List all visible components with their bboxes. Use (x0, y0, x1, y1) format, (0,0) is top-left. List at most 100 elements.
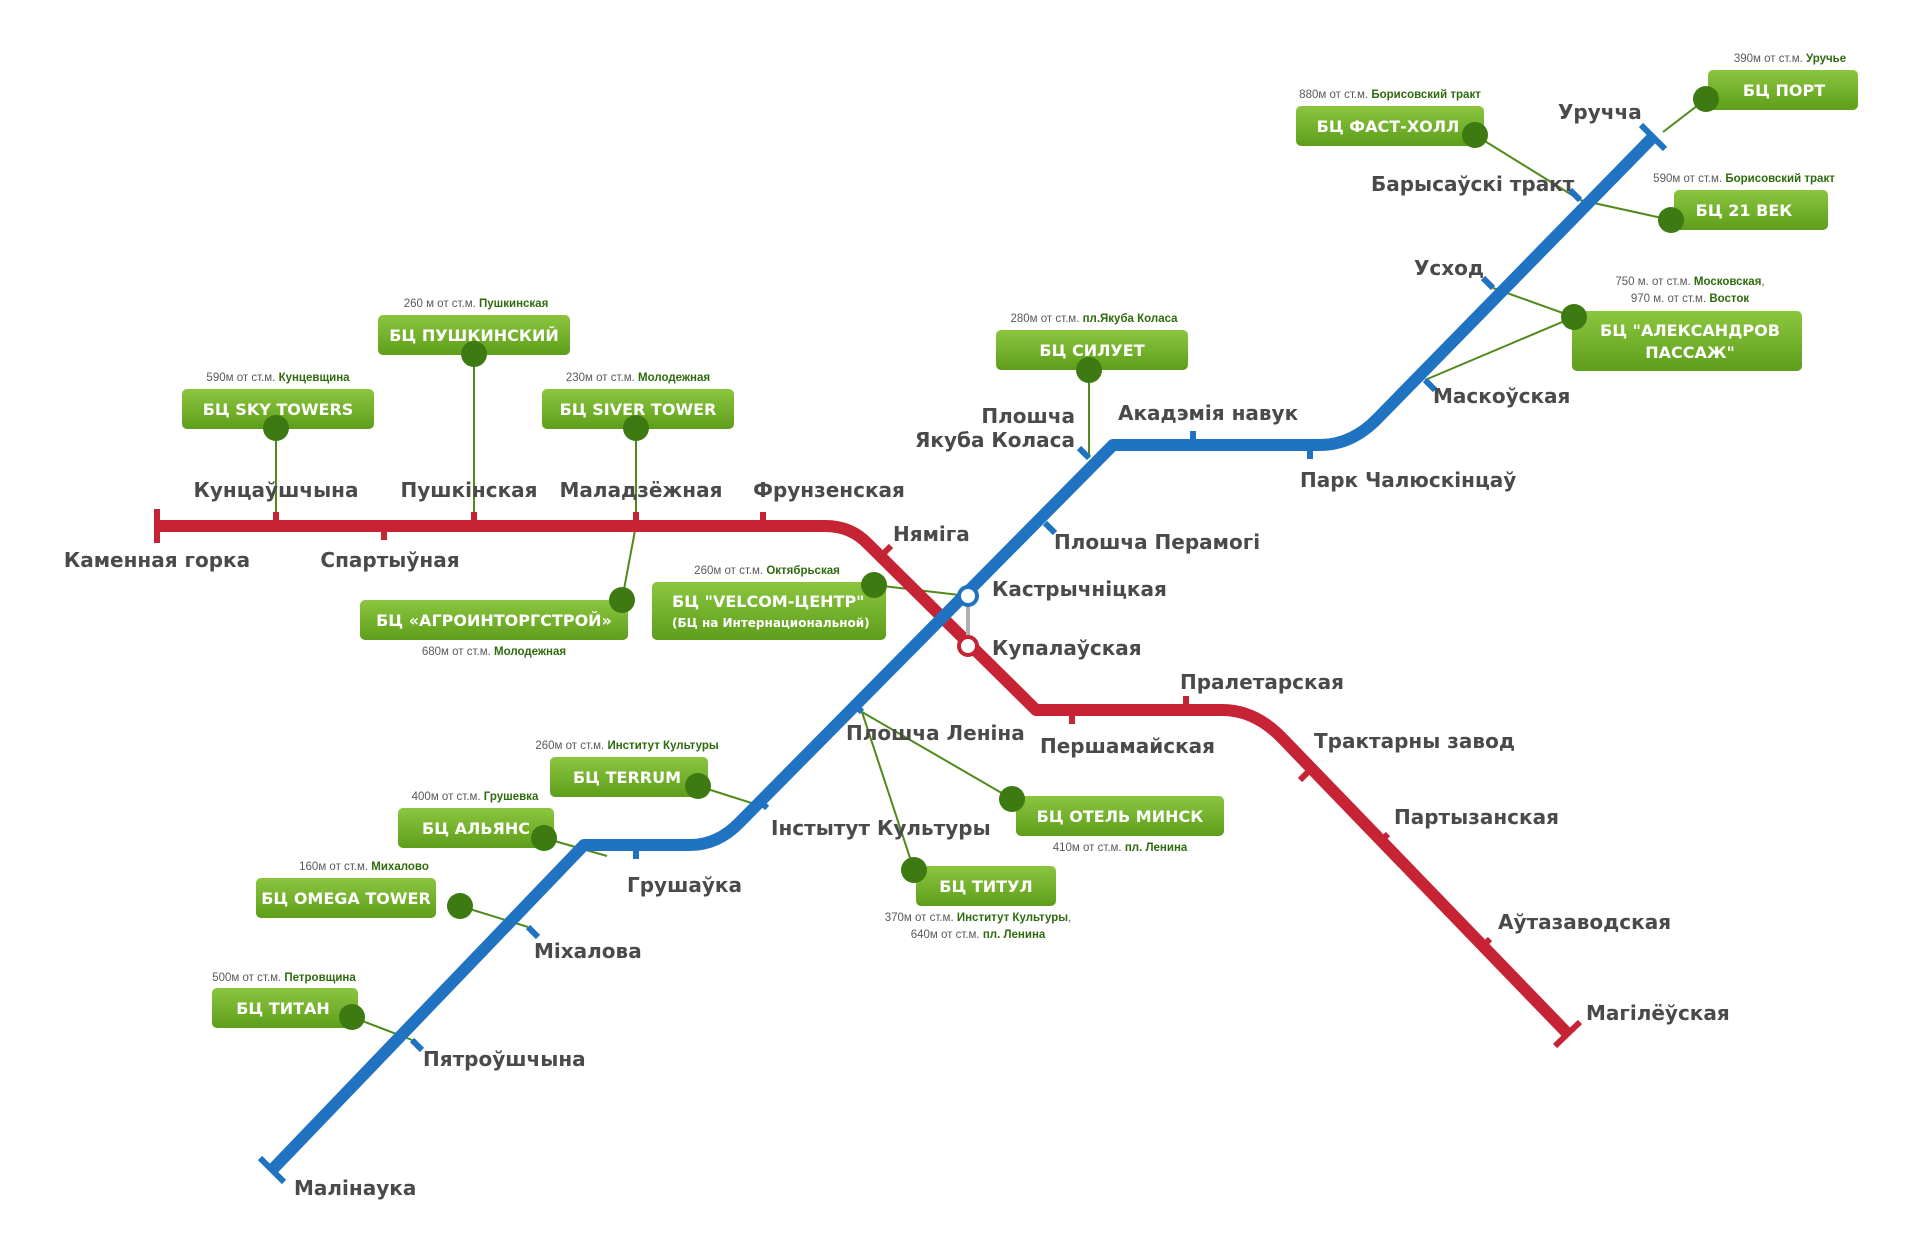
bc-velcom-center[interactable]: 260м от ст.м. Октябрьская БЦ "VELCOM-ЦЕН… (652, 565, 887, 640)
bc-siluet-name: БЦ СИЛУЕТ (1039, 341, 1144, 360)
bc-alyans-dot (531, 825, 557, 851)
bc-agrointorgstroy-dot (609, 587, 635, 613)
transfer-circle-blue (957, 585, 979, 607)
bc-sky-towers[interactable]: 590м от ст.м. Кунцевщина БЦ SKY TOWERS (182, 372, 374, 441)
station-mikhalova[interactable]: Міхалова (534, 939, 642, 963)
station-pershamayskaya[interactable]: Першамайская (1040, 734, 1215, 758)
bc-titul[interactable]: БЦ ТИТУЛ 370м от ст.м. Институт Культуры… (885, 857, 1072, 941)
station-traktarny-zavod[interactable]: Трактарны завод (1314, 729, 1515, 753)
station-autazavodskaya[interactable]: Аўтазаводская (1498, 910, 1671, 934)
station-kastrychnitskaya[interactable]: Кастрычніцкая (992, 577, 1167, 601)
bc-siver-tower-dot (623, 415, 649, 441)
bc-aleksandrov-passazh-name-1: БЦ "АЛЕКСАНДРОВ (1600, 321, 1780, 340)
bc-alyans-name: БЦ АЛЬЯНС (422, 819, 530, 838)
bc-agrointorgstroy[interactable]: БЦ «АГРОИНТОРГСТРОЙ» 680м от ст.м. Молод… (360, 587, 635, 658)
station-pyatroushchyna[interactable]: Пятроўшчына (423, 1047, 586, 1071)
bc-fast-holl-name: БЦ ФАСТ-ХОЛЛ (1317, 117, 1460, 136)
bc-agrointorgstroy-name: БЦ «АГРОИНТОРГСТРОЙ» (376, 611, 612, 630)
bc-agrointorgstroy-distance: 680м от ст.м. Молодежная (422, 646, 566, 658)
station-instytut-kultury[interactable]: Інстытут Культуры (771, 816, 991, 840)
bc-aleksandrov-passazh-name-2: ПАССАЖ" (1645, 343, 1735, 362)
station-maladzyozhnaya[interactable]: Маладзёжная (560, 478, 723, 502)
bc-21-vek-distance: 590м от ст.м. Борисовский тракт (1653, 173, 1835, 185)
red-line (157, 520, 1573, 1039)
station-praletarskaya[interactable]: Пралетарская (1180, 670, 1344, 694)
station-partyzanskaya[interactable]: Партызанская (1394, 805, 1559, 829)
bc-hotel-minsk[interactable]: БЦ ОТЕЛЬ МИНСК 410м от ст.м. пл. Ленина (999, 786, 1224, 854)
bc-hotel-minsk-name: БЦ ОТЕЛЬ МИНСК (1037, 807, 1204, 826)
station-kamennaya-gorka[interactable]: Каменная горка (64, 548, 250, 572)
bc-21-vek[interactable]: 590м от ст.м. Борисовский тракт БЦ 21 ВЕ… (1653, 173, 1835, 233)
bc-aleksandrov-passazh-distance-2: 970 м. от ст.м. Восток (1631, 293, 1750, 305)
bc-omega-tower[interactable]: 160м от ст.м. Михалово БЦ OMEGA TOWER (256, 861, 473, 919)
bc-alyans[interactable]: 400м от ст.м. Грушевка БЦ АЛЬЯНС (398, 791, 557, 851)
bc-sky-towers-distance: 590м от ст.м. Кунцевщина (206, 372, 350, 384)
bc-fast-holl-dot (1462, 122, 1488, 148)
bc-siluet-dot (1076, 357, 1102, 383)
bc-siluet-distance: 280м от ст.м. пл.Якуба Коласа (1010, 313, 1178, 325)
bc-sky-towers-name: БЦ SKY TOWERS (203, 400, 354, 419)
bc-siver-tower-distance: 230м от ст.м. Молодежная (566, 372, 710, 384)
bc-terrum[interactable]: 260м от ст.м. Институт Культуры БЦ TERRU… (535, 740, 719, 799)
bc-siluet[interactable]: 280м от ст.м. пл.Якуба Коласа БЦ СИЛУЕТ (996, 313, 1188, 383)
bc-terrum-name: БЦ TERRUM (573, 768, 681, 787)
station-uskhod[interactable]: Усход (1414, 256, 1484, 280)
bc-port-distance: 390м от ст.м. Уручье (1734, 53, 1846, 65)
station-ploshcha-lenina[interactable]: Плошча Леніна (846, 721, 1025, 745)
station-malinauka[interactable]: Малінаука (294, 1176, 416, 1200)
station-labels: Каменная горка Кунцаўшчына Спартыўная Пу… (64, 100, 1730, 1200)
bc-alyans-distance: 400м от ст.м. Грушевка (412, 791, 539, 803)
station-grushauka[interactable]: Грушаўка (627, 873, 742, 897)
bc-titul-dot (901, 857, 927, 883)
bc-pushkinsky-dot (461, 341, 487, 367)
bc-velcom-center-distance: 260м от ст.м. Октябрьская (694, 565, 840, 577)
station-nyamiga[interactable]: Няміга (893, 522, 970, 546)
red-ticks (154, 509, 1583, 1049)
bc-titan[interactable]: 500м от ст.м. Петровщина БЦ ТИТАН (212, 972, 365, 1030)
station-pushkinskaya[interactable]: Пушкінская (400, 478, 537, 502)
bc-velcom-center-subtitle: (БЦ на Интернациональной) (672, 616, 870, 630)
station-park-chalyuskintsau[interactable]: Парк Чалюскінцаў (1300, 468, 1516, 492)
station-magileuskaya[interactable]: Магілёўская (1586, 1001, 1730, 1025)
bc-siver-tower-name: БЦ SIVER TOWER (560, 400, 717, 419)
bc-fast-holl[interactable]: 880м от ст.м. Борисовский тракт БЦ ФАСТ-… (1296, 89, 1488, 148)
bc-titan-distance: 500м от ст.м. Петровщина (212, 972, 356, 984)
bc-21-vek-dot (1658, 207, 1684, 233)
station-barysauski-trakt[interactable]: Барысаўскі тракт (1371, 172, 1575, 196)
bc-omega-tower-dot (447, 893, 473, 919)
station-kuntsaushchyna[interactable]: Кунцаўшчына (194, 478, 359, 502)
bc-port-name: БЦ ПОРТ (1743, 81, 1825, 100)
bc-titul-distance-1: 370м от ст.м. Институт Культуры, (885, 912, 1072, 924)
bc-siver-tower[interactable]: 230м от ст.м. Молодежная БЦ SIVER TOWER (542, 372, 734, 441)
bc-pushkinsky[interactable]: 260 м от ст.м. Пушкинская БЦ ПУШКИНСКИЙ (378, 298, 570, 367)
station-maskouskaya[interactable]: Маскоўская (1433, 384, 1570, 408)
transfer-kastrychnitskaya-kupalauskaya[interactable] (957, 585, 979, 657)
station-ploshcha-yakuba-kolasa-line1[interactable]: Плошча (981, 404, 1075, 428)
station-frunzenskaya[interactable]: Фрунзенская (753, 478, 905, 502)
bc-aleksandrov-passazh-dot (1561, 304, 1587, 330)
blue-line (267, 132, 1658, 1175)
bc-terrum-distance: 260м от ст.м. Институт Культуры (535, 740, 719, 752)
bc-hotel-minsk-distance: 410м от ст.м. пл. Ленина (1053, 842, 1188, 854)
station-kupalauskaya[interactable]: Купалаўская (992, 636, 1142, 660)
station-spartyunaya[interactable]: Спартыўная (320, 548, 459, 572)
transfer-circle-red (957, 635, 979, 657)
bc-21-vek-name: БЦ 21 ВЕК (1696, 201, 1793, 220)
bc-port-dot (1693, 86, 1719, 112)
station-ploshcha-peramogi[interactable]: Плошча Перамогі (1054, 530, 1260, 554)
bc-fast-holl-distance: 880м от ст.м. Борисовский тракт (1299, 89, 1481, 101)
bc-omega-tower-distance: 160м от ст.м. Михалово (299, 861, 429, 873)
station-ploshcha-yakuba-kolasa-line2[interactable]: Якуба Коласа (915, 428, 1075, 452)
bc-titan-name: БЦ ТИТАН (236, 999, 330, 1018)
bc-sky-towers-dot (263, 415, 289, 441)
bc-aleksandrov-passazh[interactable]: 750 м. от ст.м. Московская, 970 м. от ст… (1561, 276, 1802, 371)
station-uruchcha[interactable]: Уручча (1558, 100, 1642, 124)
bc-titan-dot (339, 1004, 365, 1030)
bc-pushkinsky-distance: 260 м от ст.м. Пушкинская (404, 298, 549, 310)
blue-ticks (257, 122, 1668, 1185)
bc-pushkinsky-name: БЦ ПУШКИНСКИЙ (389, 326, 559, 345)
bc-port[interactable]: 390м от ст.м. Уручье БЦ ПОРТ (1693, 53, 1858, 112)
bc-terrum-dot (685, 773, 711, 799)
station-akademiya-navuk[interactable]: Акадэмія навук (1118, 401, 1299, 425)
